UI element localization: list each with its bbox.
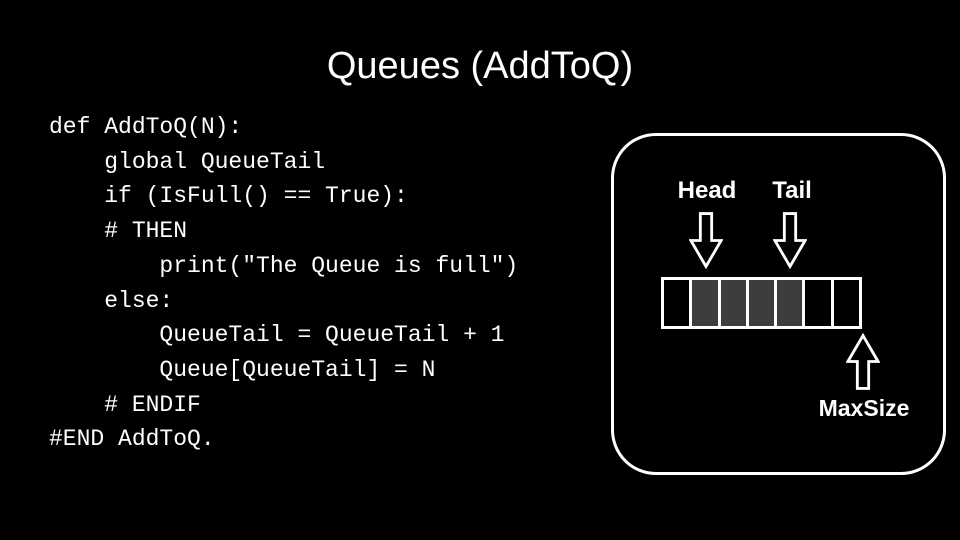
tail-down-arrow-icon (773, 212, 807, 270)
queue-cell-filled (692, 280, 718, 326)
head-down-arrow-icon (689, 212, 723, 270)
slide-title: Queues (AddToQ) (326, 45, 634, 87)
code-line: else: (49, 287, 174, 314)
code-block: def AddToQ(N): global QueueTail if (IsFu… (49, 110, 518, 457)
code-line: global QueueTail (49, 148, 326, 175)
tail-pointer-label: Tail (772, 177, 812, 204)
code-line: print("The Queue is full") (49, 252, 519, 279)
queue-cell-empty (664, 280, 690, 326)
head-pointer-label: Head (677, 177, 737, 204)
code-line: QueueTail = QueueTail + 1 (49, 322, 505, 349)
queue-cell-empty (833, 280, 859, 326)
code-line: if (IsFull() == True): (49, 183, 408, 210)
code-line: def AddToQ(N): (49, 114, 243, 140)
code-line: #END AddToQ. (49, 426, 215, 453)
queue-cell-filled (748, 280, 775, 326)
queue-diagram-frame (611, 133, 946, 475)
maxsize-label: MaxSize (818, 395, 910, 421)
queue-cell-empty (805, 280, 831, 326)
code-line: Queue[QueueTail] = N (49, 356, 436, 383)
queue-cell-filled (777, 280, 803, 326)
code-line: # THEN (49, 218, 188, 245)
queue-row (661, 277, 862, 329)
code-line: # ENDIF (49, 391, 201, 418)
queue-cell-filled (720, 280, 746, 326)
maxsize-up-arrow-icon (846, 332, 880, 390)
